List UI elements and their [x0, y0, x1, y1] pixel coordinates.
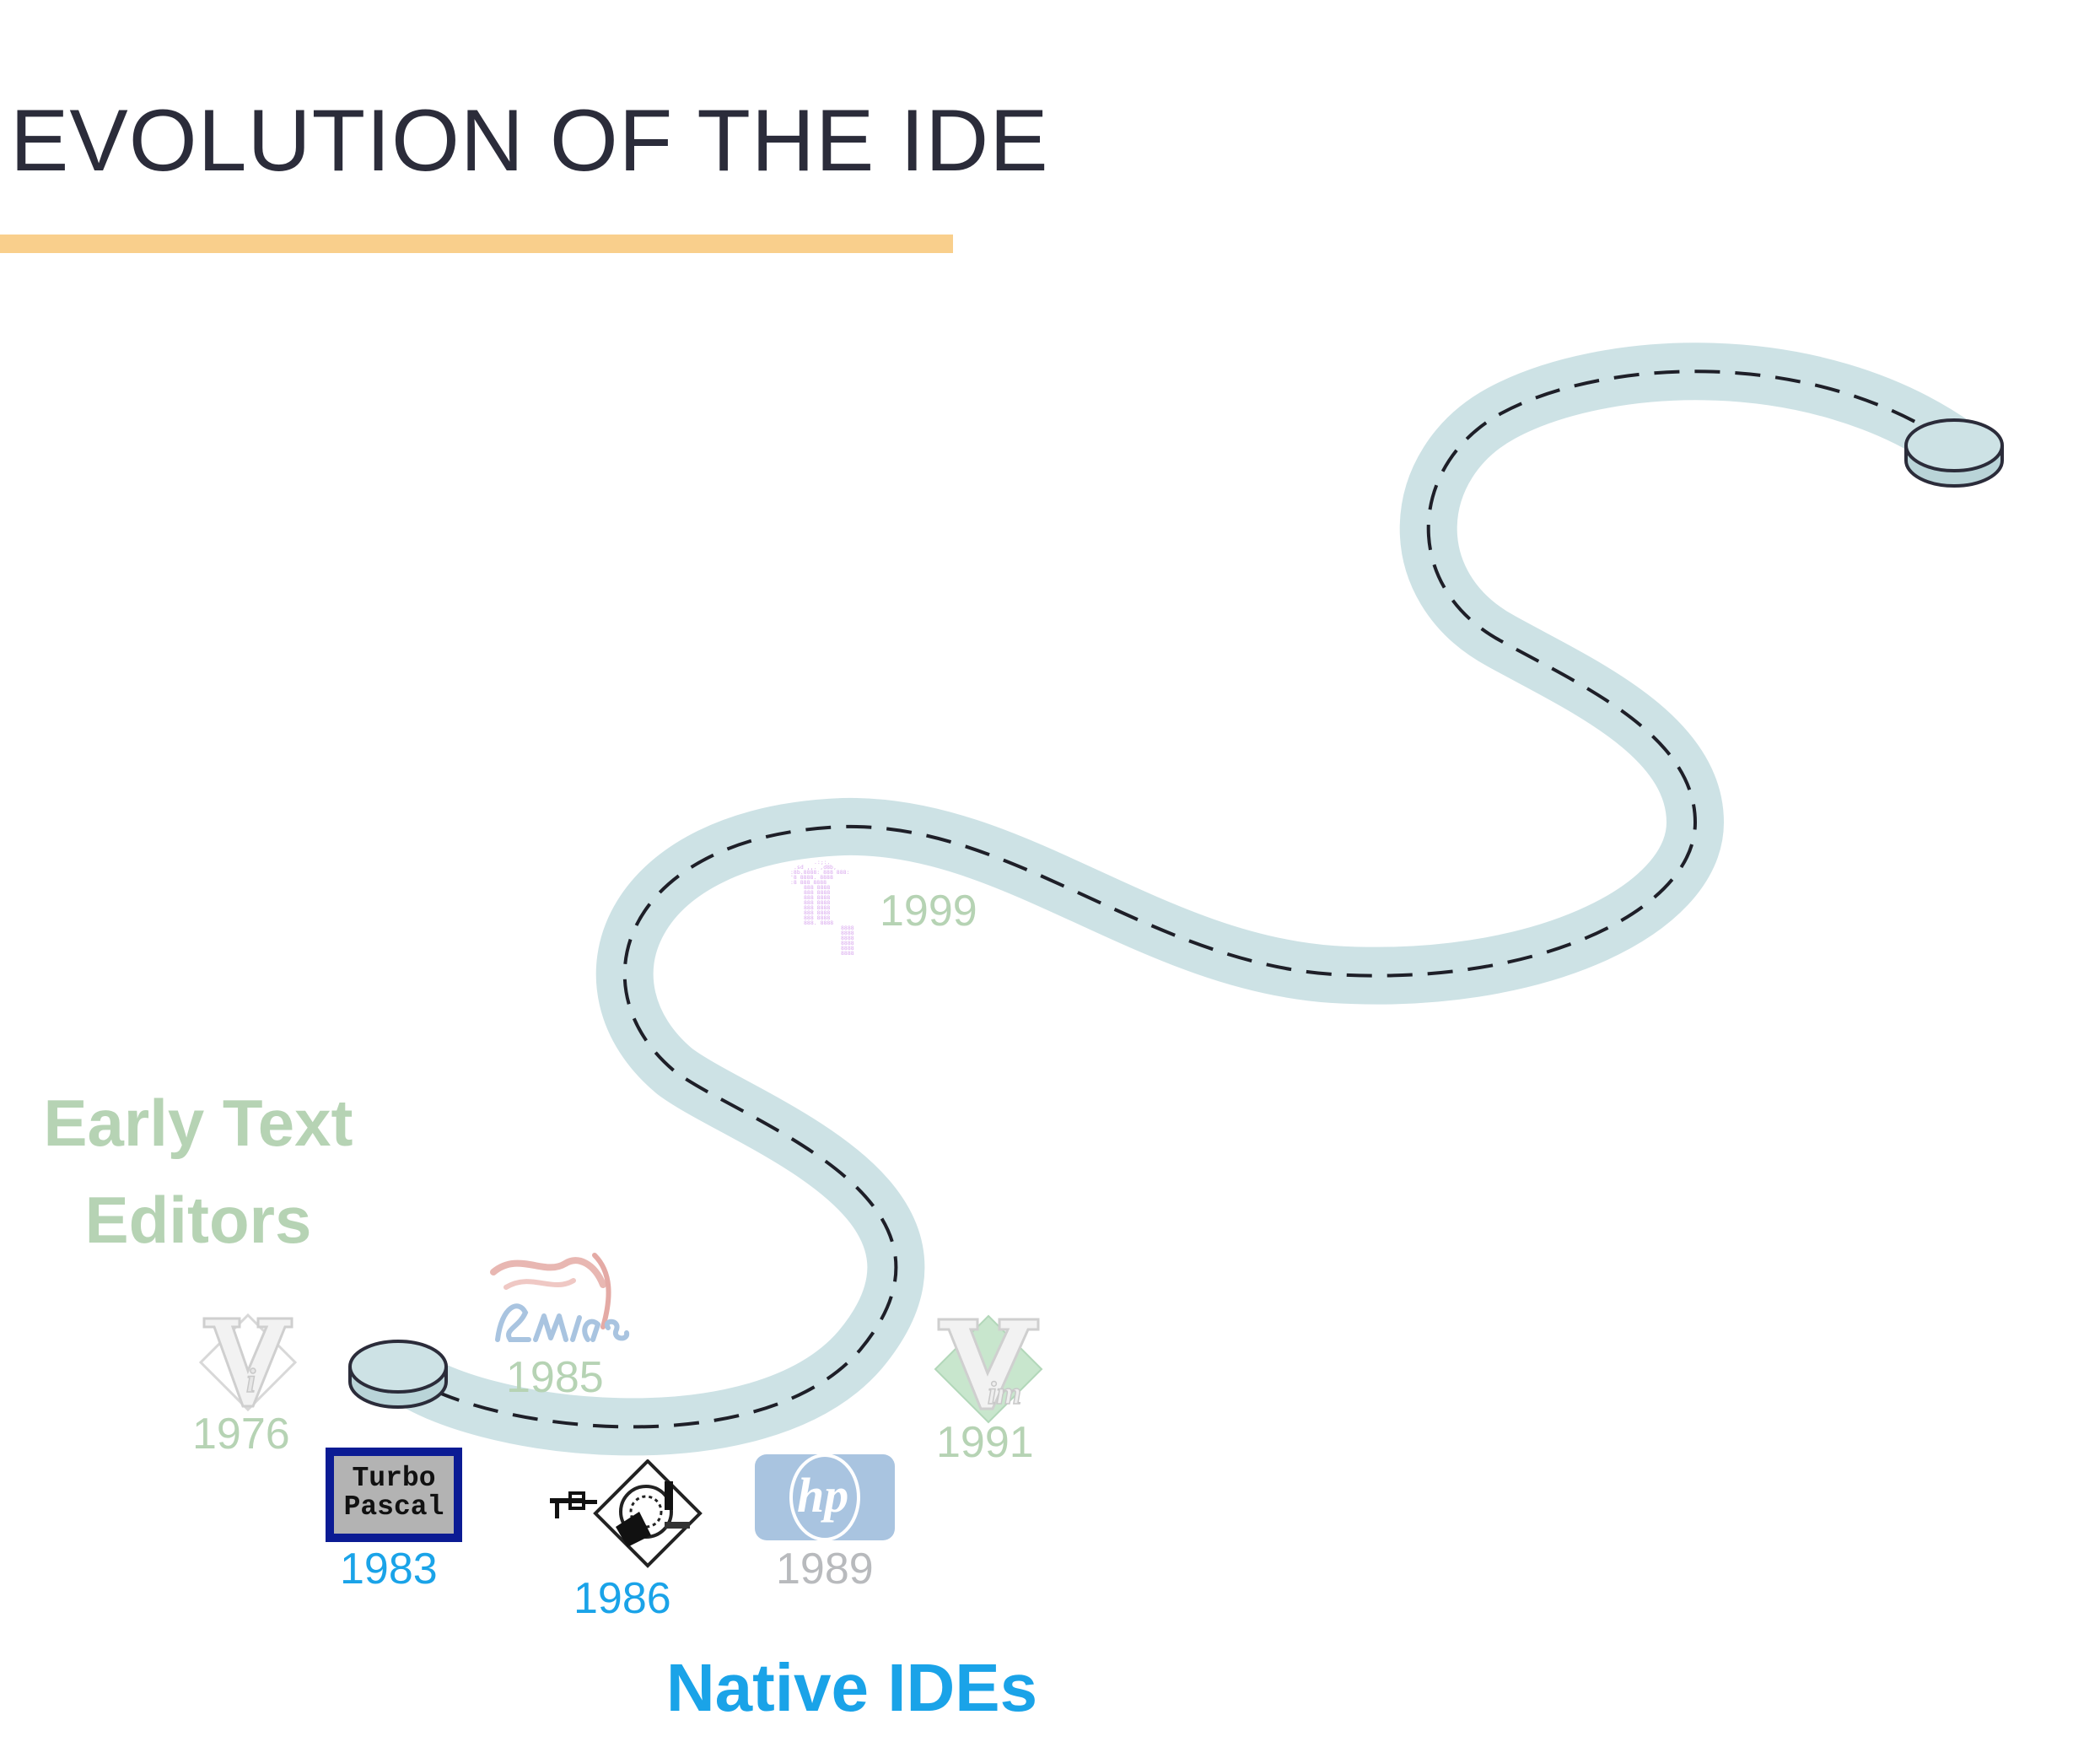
- vi-logo-icon: i: [198, 1313, 298, 1412]
- engineering-software-icon: [550, 1459, 703, 1568]
- page-title: EVOLUTION OF THE IDE: [10, 92, 1049, 190]
- svg-text:888 8888: 888 8888: [804, 899, 830, 906]
- road-end-marker: [1904, 418, 2004, 488]
- svg-text:8888: 8888: [841, 925, 854, 931]
- category-early-line1: Early Text: [43, 1086, 353, 1160]
- year-1983: 1983: [340, 1545, 438, 1594]
- category-early-line2: Editors: [84, 1183, 312, 1257]
- svg-text:8888: 8888: [841, 945, 854, 952]
- ascii-art-logo-icon: .:;:. .sd ,,. ,d8b, :8b.8888: 888 888: '…: [790, 859, 854, 957]
- svg-text:8888: 8888: [841, 930, 854, 936]
- svg-text:.:;:.: .:;:.: [814, 859, 831, 866]
- year-1986: 1986: [573, 1574, 671, 1623]
- year-1989: 1989: [776, 1545, 874, 1594]
- hp-logo-icon: hp: [755, 1453, 895, 1541]
- hp-logo-mark: hp: [789, 1453, 860, 1541]
- category-early-text-editors: Early Text Editors: [25, 1075, 371, 1269]
- svg-text:8888: 8888: [841, 940, 854, 946]
- svg-text:888 8888: 888 8888: [804, 894, 830, 901]
- svg-text:im: im: [988, 1376, 1021, 1411]
- road-center-line: [399, 369, 1958, 1429]
- svg-text:'8 8888. 8888: '8 8888. 8888: [790, 874, 833, 881]
- vim-logo-icon: im: [934, 1314, 1043, 1424]
- emacs-logo-icon: [490, 1253, 630, 1342]
- svg-text:888 8888: 888 8888: [804, 889, 830, 896]
- svg-text::8 888 8888: :8 888 8888: [790, 879, 827, 886]
- category-native-ides: Native IDEs: [665, 1650, 1038, 1725]
- svg-text:.sd ,,. ,d8b,: .sd ,,. ,d8b,: [794, 864, 837, 871]
- turbo-pascal-logo-text: Turbo Pascal: [334, 1456, 454, 1534]
- year-1985: 1985: [506, 1353, 604, 1402]
- turbo-pascal-logo-line1: Turbo: [352, 1463, 436, 1494]
- svg-text:888 8888: 888 8888: [804, 914, 830, 921]
- title-underline: [0, 235, 953, 253]
- svg-text:888 8888: 888 8888: [804, 884, 830, 891]
- svg-text:i: i: [246, 1362, 256, 1399]
- svg-text:8888: 8888: [841, 935, 854, 941]
- year-1976: 1976: [192, 1410, 290, 1459]
- svg-text:888 8888: 888 8888: [804, 904, 830, 911]
- svg-text:8888: 8888: [841, 950, 854, 957]
- road-start-marker: [348, 1340, 448, 1409]
- year-1991: 1991: [936, 1418, 1034, 1467]
- year-1999: 1999: [880, 887, 977, 936]
- turbo-pascal-logo-icon: Turbo Pascal: [326, 1448, 462, 1542]
- svg-text:888 8888: 888 8888: [804, 909, 830, 916]
- turbo-pascal-logo-line2: Pascal: [343, 1491, 444, 1523]
- svg-text:888. 8888: 888. 8888: [804, 919, 833, 926]
- svg-text:hp: hp: [797, 1468, 848, 1523]
- svg-text::8b.8888: 888 888:: :8b.8888: 888 888:: [790, 869, 849, 876]
